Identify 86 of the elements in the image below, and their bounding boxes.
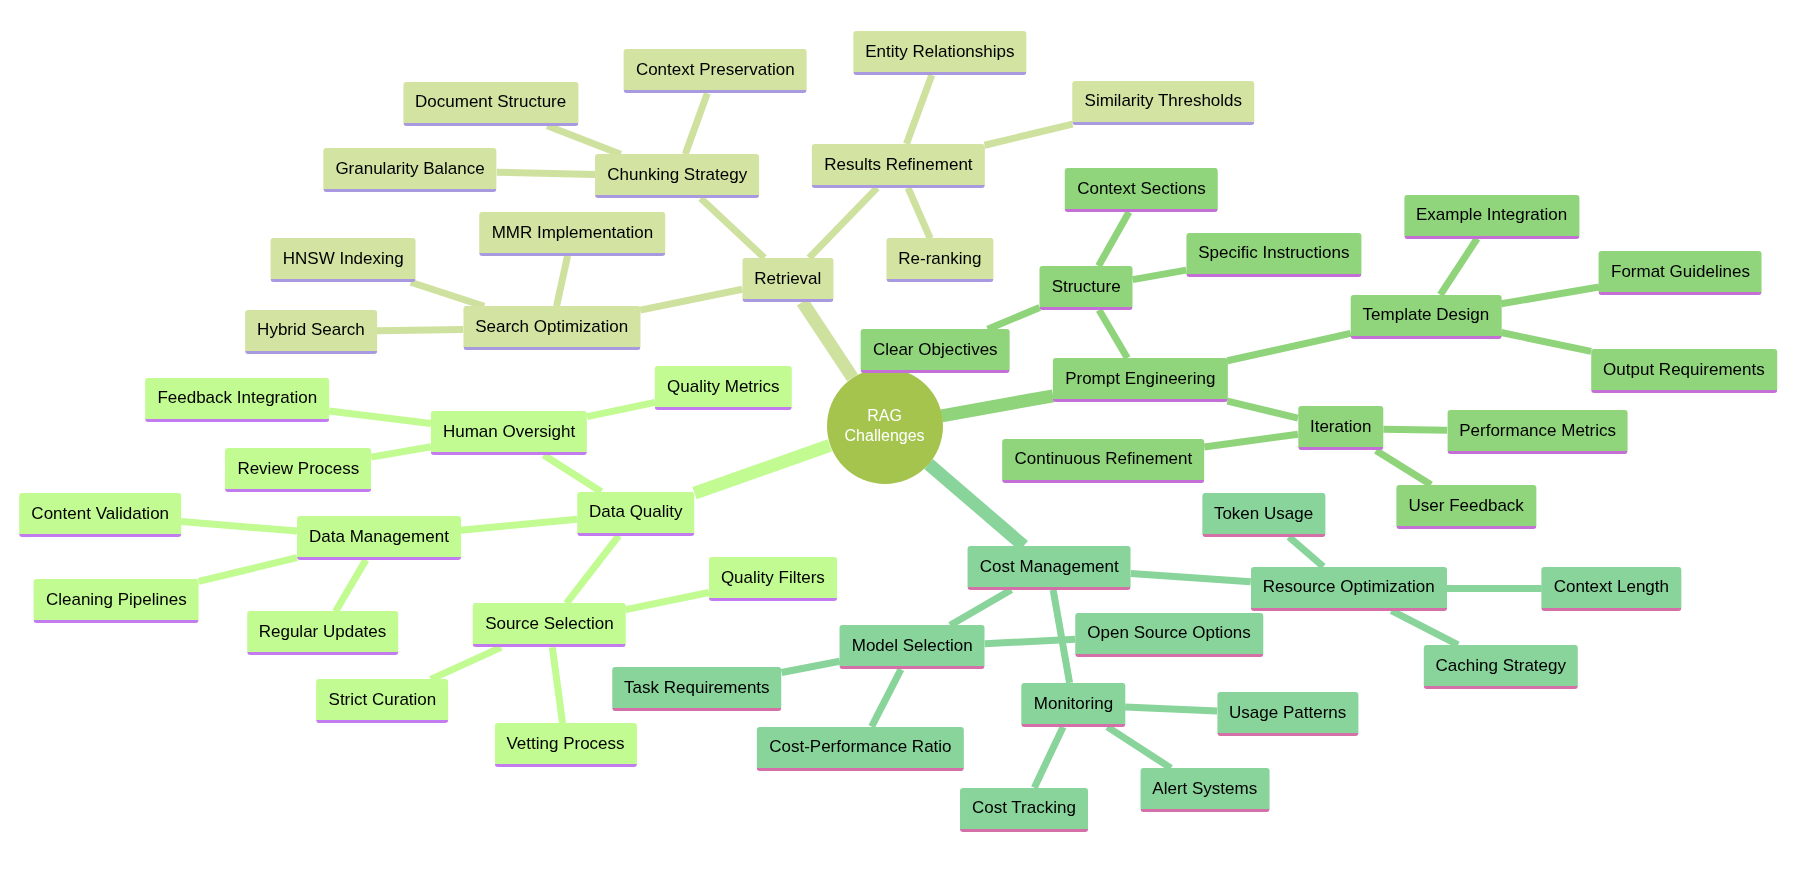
topic-box: Format Guidelines — [1599, 250, 1762, 295]
topic-box: Performance Metrics — [1447, 409, 1629, 454]
connector-line — [1383, 425, 1448, 434]
topic-box: Resource Optimization — [1250, 566, 1447, 611]
topic-box: Caching Strategy — [1423, 644, 1578, 689]
connector-line — [328, 407, 432, 427]
topic-box: Clear Objectives — [860, 329, 1010, 374]
topic-box: Context Length — [1541, 566, 1681, 611]
topic-box: Similarity Thresholds — [1072, 80, 1255, 125]
topic-box: Data Quality — [577, 491, 695, 536]
topic-box: Content Validation — [19, 492, 182, 537]
topic-box: Document Structure — [403, 81, 579, 126]
connector-line — [692, 439, 832, 500]
topic-box: Example Integration — [1403, 194, 1580, 239]
connector-line — [868, 667, 905, 729]
topic-box: Data Management — [297, 515, 461, 560]
connector-line — [1096, 308, 1131, 360]
topic-box: Granularity Balance — [323, 148, 497, 193]
connector-line — [1500, 283, 1600, 308]
topic-box: Vetting Process — [494, 723, 637, 768]
connector-line — [1500, 329, 1592, 355]
topic-box: Cost-Performance Ratio — [757, 726, 964, 771]
topic-box: Re-ranking — [886, 238, 994, 283]
connector-line — [780, 657, 841, 676]
topic-box: Entity Relationships — [853, 30, 1027, 75]
topic-box: Usage Patterns — [1217, 692, 1359, 737]
connector-line — [1203, 430, 1299, 451]
connector-line — [376, 326, 464, 335]
connector-line — [553, 255, 572, 307]
connector-line — [903, 73, 936, 146]
connector-line — [1226, 397, 1299, 422]
topic-box: Quality Metrics — [655, 366, 792, 411]
connector-line — [548, 646, 566, 724]
connector-line — [1226, 330, 1352, 365]
topic-box: Retrieval — [742, 257, 834, 302]
topic-box: Context Sections — [1065, 168, 1218, 213]
topic-box: Output Requirements — [1591, 348, 1777, 393]
connector-line — [940, 389, 1055, 423]
connector-line — [586, 399, 656, 421]
connector-line — [1130, 569, 1251, 586]
connector-line — [681, 92, 711, 156]
topic-box: Specific Instructions — [1186, 232, 1362, 277]
connector-line — [460, 515, 578, 534]
topic-box: Task Requirements — [612, 666, 782, 711]
connector-line — [370, 443, 432, 461]
topic-box: Review Process — [225, 447, 372, 492]
topic-box: Token Usage — [1201, 492, 1326, 537]
topic-box: Quality Filters — [708, 557, 837, 602]
connector-line — [984, 635, 1076, 648]
topic-box: Template Design — [1350, 294, 1502, 339]
topic-box: HNSW Indexing — [270, 238, 416, 283]
connector-line — [180, 518, 298, 535]
topic-box: Feedback Integration — [145, 377, 330, 422]
topic-box: User Feedback — [1396, 484, 1536, 529]
topic-box: Model Selection — [839, 625, 985, 670]
topic-box: Structure — [1039, 265, 1133, 310]
topic-box: Human Oversight — [430, 411, 588, 456]
connector-line — [904, 186, 934, 240]
topic-box: Alert Systems — [1140, 768, 1270, 813]
topic-box: Monitoring — [1021, 682, 1126, 727]
connector-line — [1446, 585, 1542, 593]
topic-box: Prompt Engineering — [1053, 358, 1228, 403]
topic-box: Cleaning Pipelines — [33, 579, 199, 624]
connector-line — [1031, 725, 1067, 790]
connector-line — [496, 168, 596, 178]
connector-line — [983, 120, 1074, 149]
topic-box: Cost Management — [967, 545, 1131, 590]
topic-box: Regular Updates — [246, 611, 399, 656]
connector-line — [197, 554, 298, 585]
connector-line — [639, 285, 743, 314]
topic-box: Hybrid Search — [245, 309, 377, 354]
connector-line — [1125, 703, 1218, 715]
topic-box: Context Preservation — [623, 49, 807, 94]
topic-box: Continuous Refinement — [1002, 438, 1205, 483]
connector-line — [624, 589, 710, 614]
topic-box: Search Optimization — [463, 306, 641, 351]
topic-box: MMR Implementation — [479, 211, 666, 256]
topic-box: Strict Curation — [316, 679, 449, 724]
topic-box: Source Selection — [473, 603, 626, 648]
connector-line — [1095, 210, 1133, 268]
topic-box: Open Source Options — [1075, 612, 1263, 657]
topic-box: Cost Tracking — [959, 787, 1088, 832]
topic-box: Chunking Strategy — [595, 154, 760, 199]
connector-line — [1132, 266, 1187, 284]
topic-box: Iteration — [1297, 406, 1384, 451]
topic-box: Results Refinement — [812, 143, 985, 188]
